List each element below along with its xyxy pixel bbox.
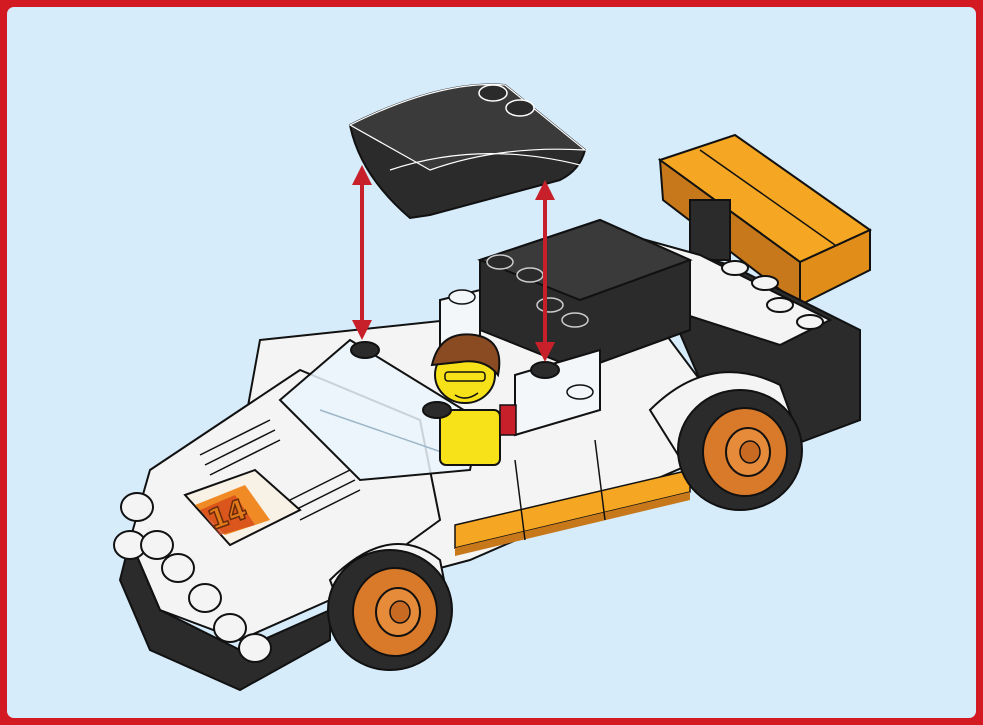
lego-car-illustration: 14	[7, 7, 976, 718]
roof-piece	[350, 85, 585, 219]
stud-right	[531, 362, 559, 378]
stud-left	[351, 342, 379, 358]
stud-center	[423, 402, 451, 418]
